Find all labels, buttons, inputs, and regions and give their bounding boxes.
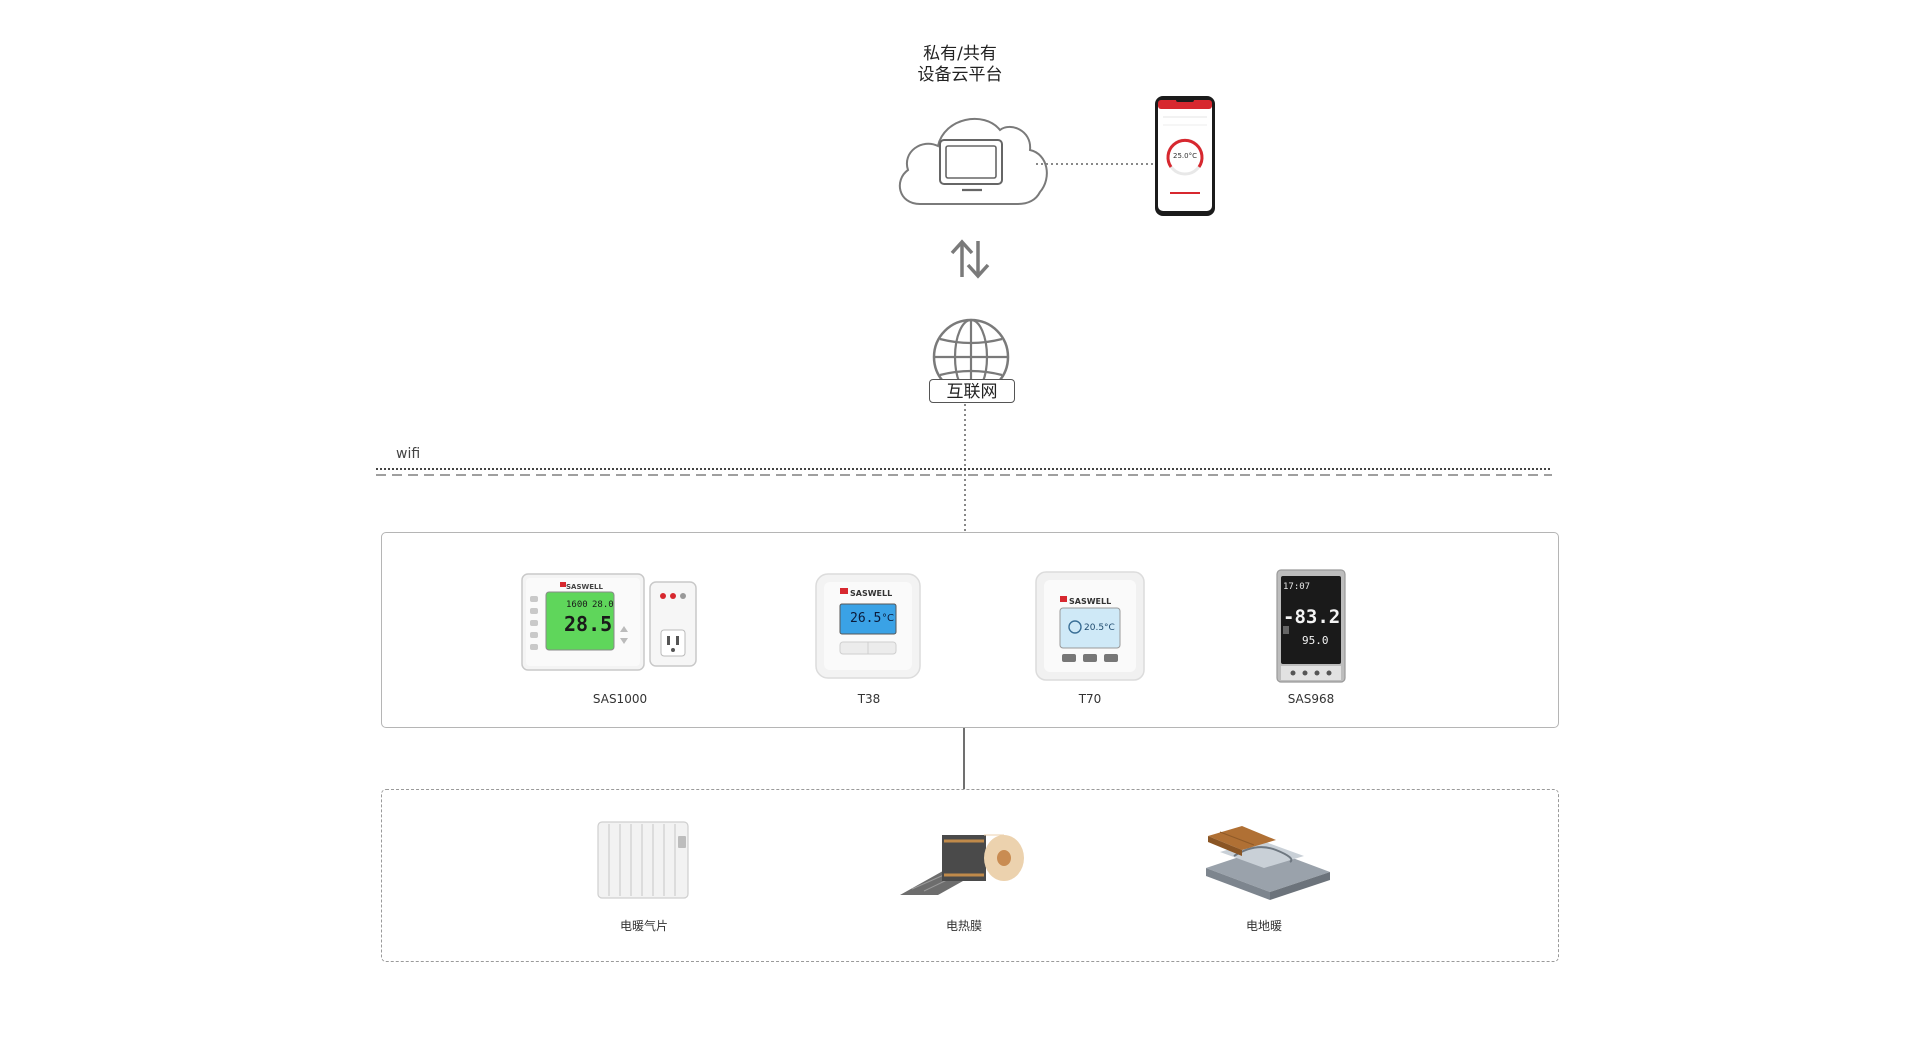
- sas968-temperature: -83.2: [1283, 606, 1341, 628]
- sas968-thermostat[interactable]: [1275, 568, 1347, 684]
- heating-film-icon: [900, 834, 1024, 895]
- cloud-title-line2: 设备云平台: [917, 65, 1003, 85]
- floor-heating-label: 电地暖: [1245, 919, 1282, 933]
- t70-label: T70: [1078, 692, 1102, 706]
- t38-thermostat[interactable]: [814, 572, 924, 682]
- phone-temperature-readout: 25.0°C: [1173, 152, 1197, 160]
- t70-temperature: 20.5°C: [1084, 623, 1115, 633]
- t38-label: T38: [857, 692, 881, 706]
- t38-temperature: 26.5: [850, 611, 882, 626]
- cloud-title-line1: 私有/共有: [923, 44, 997, 64]
- sync-arrows-icon: [950, 239, 990, 279]
- sas1000-setpoint: 1600: [566, 600, 588, 610]
- sas1000-brand: SASWELL: [566, 583, 603, 591]
- t38-brand: SASWELL: [850, 589, 893, 598]
- sas1000-temperature: 28.5: [564, 612, 613, 636]
- cloud-platform-title: 私有/共有 设备云平台: [860, 44, 1060, 86]
- sas968-label: SAS968: [1287, 692, 1335, 706]
- radiator-label: 电暖气片: [619, 919, 668, 933]
- radiator-icon: [597, 821, 689, 899]
- t38-unit: °C: [882, 613, 894, 624]
- sas968-setpoint: 95.0: [1302, 634, 1329, 647]
- sas1000-thermostat[interactable]: [520, 572, 700, 676]
- heating-film-label: 电热膜: [945, 919, 982, 933]
- sas1000-label: SAS1000: [592, 692, 648, 706]
- internet-label: 互联网: [929, 379, 1015, 403]
- cloud-phone-link: [1036, 163, 1154, 165]
- sas1000-small-reading: 28.0: [592, 600, 614, 610]
- globe-icon: [932, 318, 1010, 396]
- wifi-label: wifi: [396, 446, 421, 462]
- t70-brand: SASWELL: [1069, 597, 1112, 606]
- internet-wifi-link: [964, 404, 966, 532]
- smartphone-icon[interactable]: [1154, 95, 1216, 217]
- thermostat-heater-link: [963, 728, 965, 789]
- thermostat-group: [381, 532, 1559, 728]
- floor-heating-icon: [1206, 826, 1330, 900]
- cloud-icon: [898, 117, 1048, 205]
- t70-thermostat[interactable]: [1034, 570, 1146, 682]
- sas968-time: 17:07: [1283, 582, 1311, 592]
- wifi-network-line: [376, 468, 1552, 476]
- heater-group: [381, 789, 1559, 962]
